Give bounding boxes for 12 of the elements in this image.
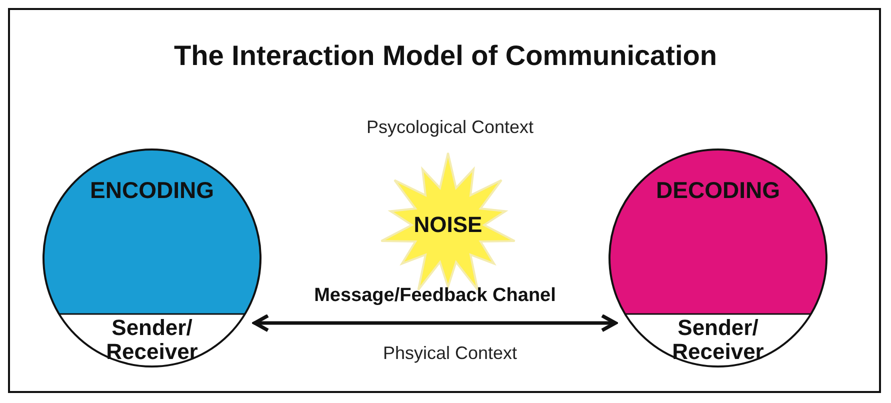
stage-heading: DECODING bbox=[655, 178, 781, 202]
circle-node bbox=[42, 148, 262, 368]
circle-node bbox=[608, 148, 828, 368]
title: The Interaction Model of Communication bbox=[173, 40, 718, 72]
role-label: Sender/ Receiver bbox=[671, 316, 765, 364]
double-arrow bbox=[252, 314, 618, 332]
context-label: Phsyical Context bbox=[382, 343, 518, 364]
role-label: Sender/ Receiver bbox=[105, 316, 199, 364]
edge-label: Message/Feedback Chanel bbox=[313, 285, 557, 307]
noise-label: NOISE bbox=[412, 212, 484, 238]
stage-heading: ENCODING bbox=[89, 178, 215, 202]
context-label: Psycological Context bbox=[365, 117, 535, 138]
